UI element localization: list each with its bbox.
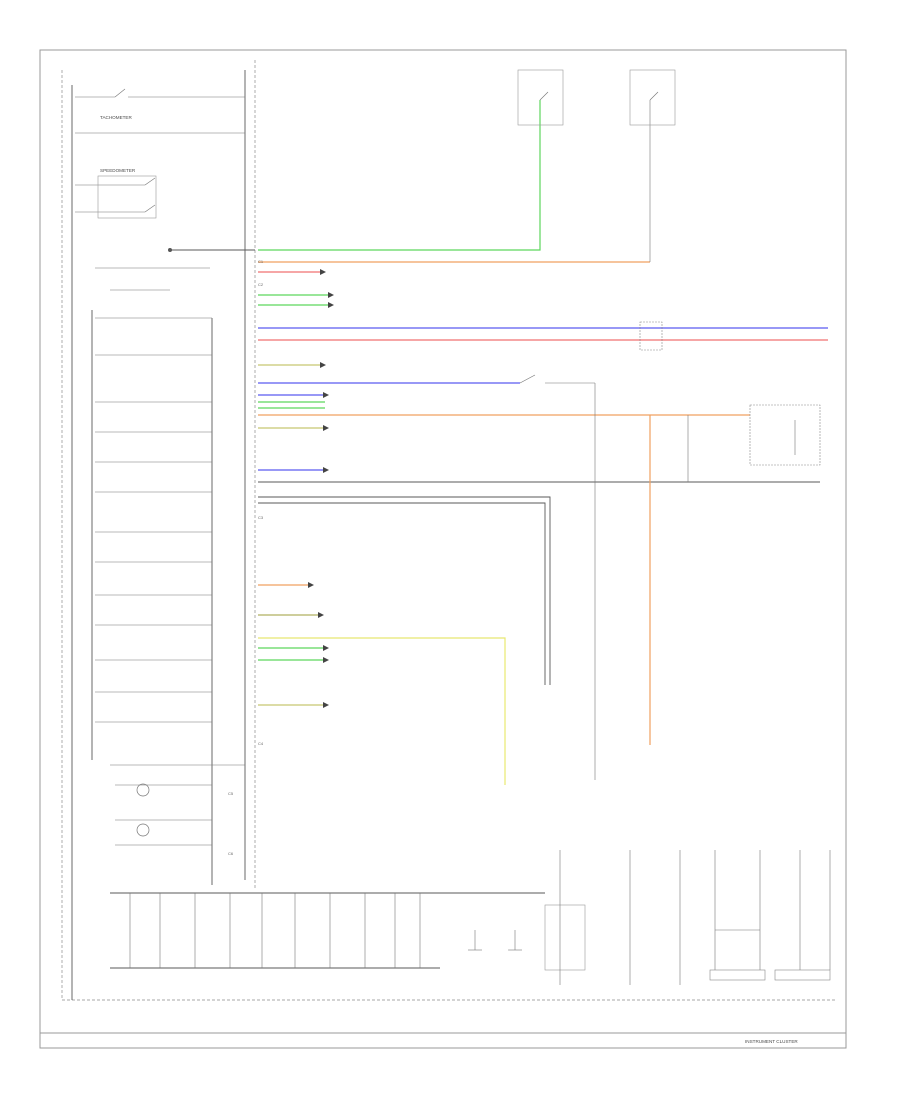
cluster-component-rows <box>95 317 245 766</box>
bottom-ground-bus <box>110 892 545 969</box>
svg-text:C2: C2 <box>258 282 264 287</box>
yellow-wire-oil <box>258 637 506 785</box>
junction-connector-right <box>639 321 663 351</box>
indicator-lamps <box>115 783 212 846</box>
speedometer-switches <box>75 175 157 219</box>
svg-text:C6: C6 <box>228 851 234 856</box>
pin-labels: C1 C2 C3 C4 C5 C6 <box>228 259 264 856</box>
brake-switch <box>519 374 596 780</box>
gray-wire-down-2 <box>258 502 546 685</box>
top-connector-block <box>95 248 255 291</box>
bottom-right-ground-block <box>544 850 831 985</box>
fuel-sender-unit <box>687 404 821 482</box>
top-right-switch-block <box>517 69 676 126</box>
svg-text:C1: C1 <box>258 259 264 264</box>
gray-wire-down-1 <box>258 496 551 685</box>
instrument-cluster-boundary <box>61 60 835 1001</box>
diagram-frame <box>39 49 847 1049</box>
green-wire-top <box>258 175 541 251</box>
cluster-label-tachometer: TACHOMETER <box>100 115 132 120</box>
cluster-label-speedometer: SPEEDOMETER <box>100 168 136 173</box>
left-bus-lines <box>71 70 246 1000</box>
tachometer-switch <box>75 88 245 98</box>
svg-text:C5: C5 <box>228 791 234 796</box>
svg-text:C3: C3 <box>258 515 264 520</box>
ground-symbols-bottom <box>468 930 522 951</box>
system-arrowheads <box>308 269 334 708</box>
svg-text:C4: C4 <box>258 741 264 746</box>
frame-label-right: INSTRUMENT CLUSTER <box>745 1039 798 1044</box>
